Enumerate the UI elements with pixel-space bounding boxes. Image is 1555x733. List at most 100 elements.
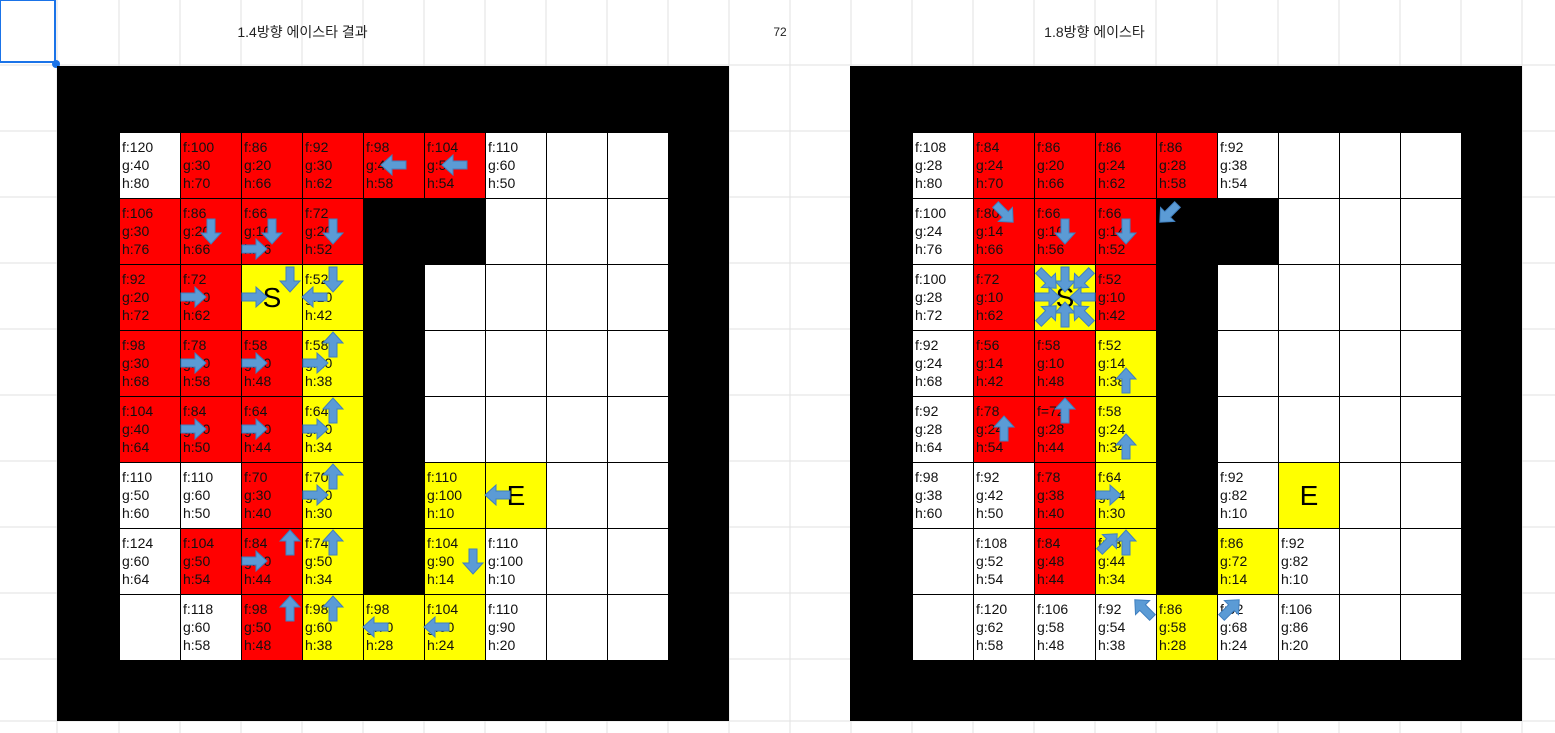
grid-cell[interactable] <box>1278 198 1340 265</box>
grid-cell[interactable] <box>546 396 608 463</box>
grid-cell[interactable] <box>1400 462 1462 529</box>
grid-cell[interactable] <box>607 396 669 463</box>
grid-cell[interactable] <box>1400 594 1462 661</box>
grid-cell[interactable] <box>1339 198 1401 265</box>
grid-cell[interactable] <box>1217 264 1279 331</box>
grid-cell[interactable] <box>424 396 486 463</box>
grid-cell[interactable] <box>546 330 608 397</box>
grid-cell[interactable] <box>546 594 608 661</box>
grid-cell[interactable] <box>607 528 669 595</box>
grid-cell[interactable] <box>607 594 669 661</box>
grid-cell[interactable] <box>546 462 608 529</box>
grid-cell[interactable] <box>546 528 608 595</box>
grid-cell[interactable] <box>1339 594 1401 661</box>
grid-cell[interactable] <box>424 330 486 397</box>
grid-cell[interactable] <box>1217 396 1279 463</box>
grid-cell[interactable] <box>1339 396 1401 463</box>
grid-cell[interactable] <box>1400 330 1462 397</box>
grid-cell[interactable] <box>1400 264 1462 331</box>
grid-cell[interactable] <box>1278 330 1340 397</box>
selected-cell[interactable] <box>0 0 56 63</box>
grid-cell[interactable] <box>546 132 608 199</box>
grid-cell[interactable] <box>1400 132 1462 199</box>
grid-cell[interactable] <box>485 198 547 265</box>
grid-cell[interactable] <box>485 264 547 331</box>
grid-cell[interactable] <box>546 198 608 265</box>
grid-cell[interactable] <box>1217 330 1279 397</box>
grid-cell[interactable] <box>485 330 547 397</box>
end-cell[interactable]: E <box>1278 462 1340 529</box>
fill-handle[interactable] <box>52 60 60 68</box>
grid-cell[interactable] <box>1339 462 1401 529</box>
grid-cell[interactable] <box>424 264 486 331</box>
grid-cell[interactable] <box>546 264 608 331</box>
grid-cell[interactable] <box>1400 528 1462 595</box>
grid-cell[interactable] <box>1339 132 1401 199</box>
grid-cell[interactable] <box>485 396 547 463</box>
grid-cell[interactable] <box>1339 330 1401 397</box>
grid-cell[interactable] <box>1278 264 1340 331</box>
grid-cell[interactable] <box>1400 198 1462 265</box>
grid-cell[interactable] <box>912 528 974 595</box>
grid-cell[interactable] <box>1278 132 1340 199</box>
grid-cell[interactable] <box>1400 396 1462 463</box>
grid-cell[interactable] <box>1278 396 1340 463</box>
grid-cell[interactable] <box>607 264 669 331</box>
grid-cell[interactable] <box>607 330 669 397</box>
grid-cell[interactable] <box>912 594 974 661</box>
grid-cell[interactable] <box>1339 528 1401 595</box>
grid-cell[interactable] <box>607 132 669 199</box>
grid-cell[interactable] <box>1339 264 1401 331</box>
grid-cell[interactable] <box>607 198 669 265</box>
grid-cell[interactable] <box>607 462 669 529</box>
grid-cell[interactable] <box>119 594 181 661</box>
